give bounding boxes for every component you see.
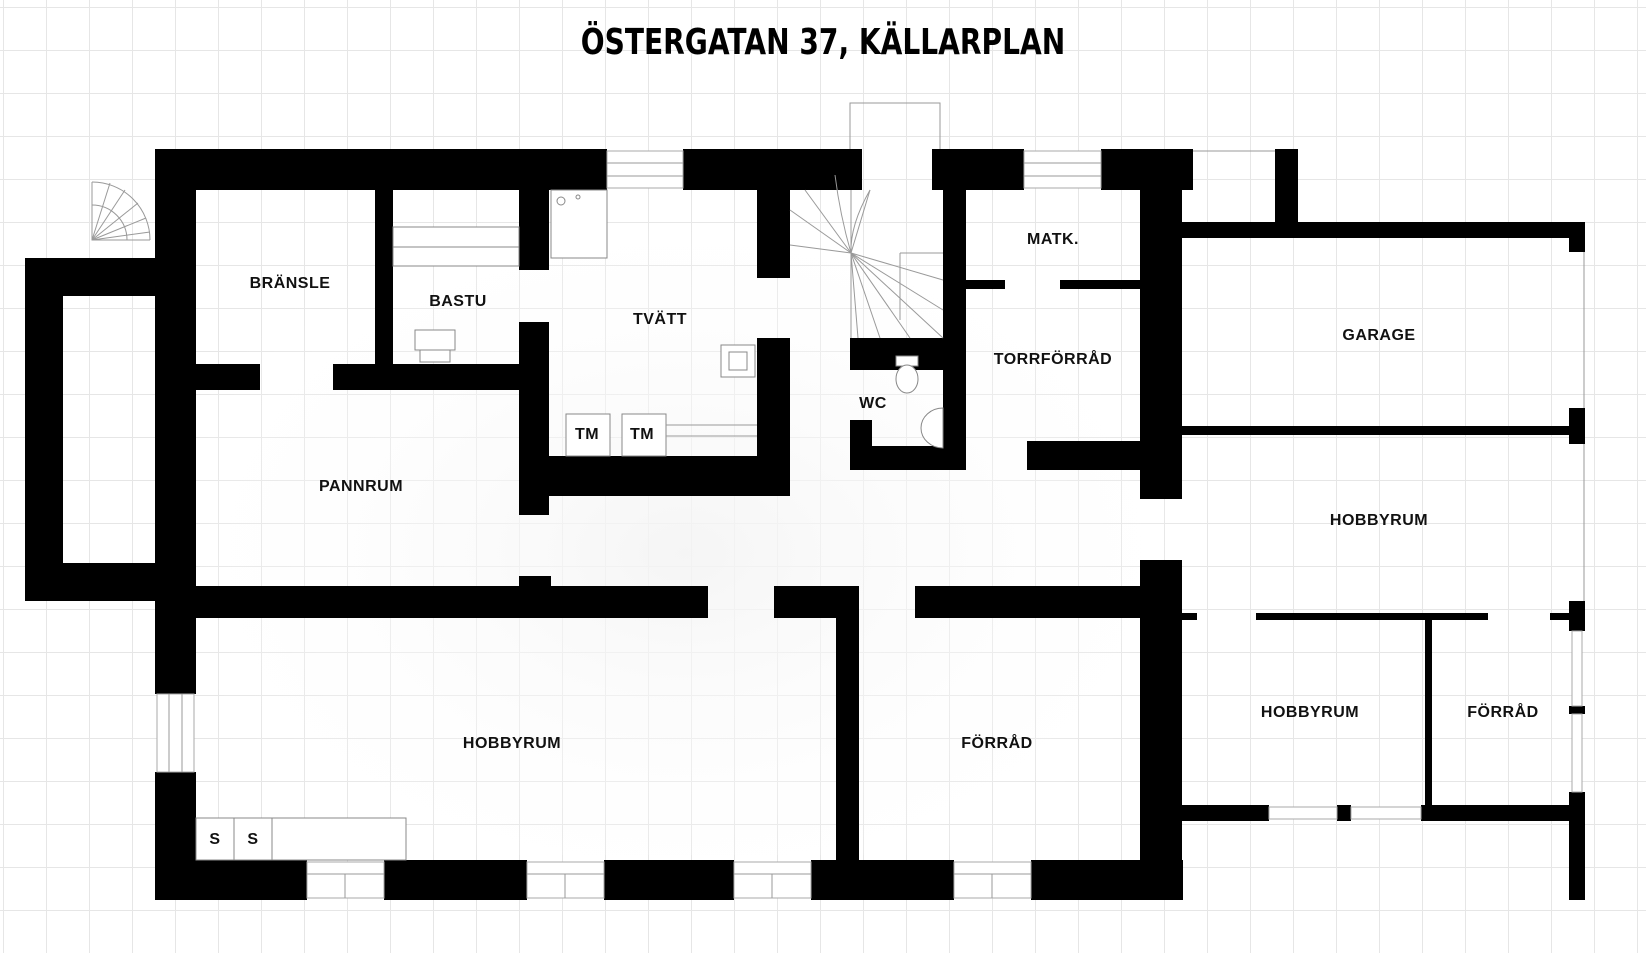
fixture-label-s-1: S: [209, 831, 220, 848]
interior-shade: [190, 185, 1180, 855]
plan-title: ÖSTERGATAN 37, KÄLLARPLAN: [580, 22, 1066, 63]
room-label-bastu: BASTU: [429, 293, 487, 310]
tm-box-1: [565, 413, 611, 457]
room-label-matk: MATK.: [1027, 231, 1079, 248]
fixture-label-tm-2: TM: [630, 426, 654, 443]
spiral-stair: [91, 181, 151, 241]
fixture-label-s-2: S: [247, 831, 258, 848]
s-box-1: [195, 817, 235, 861]
room-label-hobbyrum-right: HOBBYRUM: [1330, 512, 1428, 529]
fixtures: [91, 174, 944, 861]
room-labels: BRÄNSLE BASTU TVÄTT MATK. GARAGE TORRFÖR…: [209, 231, 1538, 848]
room-label-bransle: BRÄNSLE: [250, 274, 331, 292]
room-label-forrad-mid: FÖRRÅD: [961, 733, 1032, 752]
windows: [156, 102, 1585, 899]
fixture-label-tm-1: TM: [575, 426, 599, 443]
room-label-hobbyrum-main: HOBBYRUM: [463, 735, 561, 752]
room-label-forrad-small: FÖRRÅD: [1467, 702, 1538, 721]
room-label-wc: WC: [859, 395, 887, 412]
room-label-garage: GARAGE: [1342, 327, 1415, 344]
room-label-tvatt: TVÄTT: [633, 310, 687, 328]
interior-walls: [155, 190, 1570, 863]
room-label-hobbyrum-small: HOBBYRUM: [1261, 704, 1359, 721]
room-label-pannrum: PANNRUM: [319, 478, 403, 495]
tm-box-2: [621, 413, 667, 457]
staircase: [789, 174, 944, 339]
room-label-torrforrad: TORRFÖRRÅD: [994, 349, 1112, 368]
s-box-2: [233, 817, 273, 861]
